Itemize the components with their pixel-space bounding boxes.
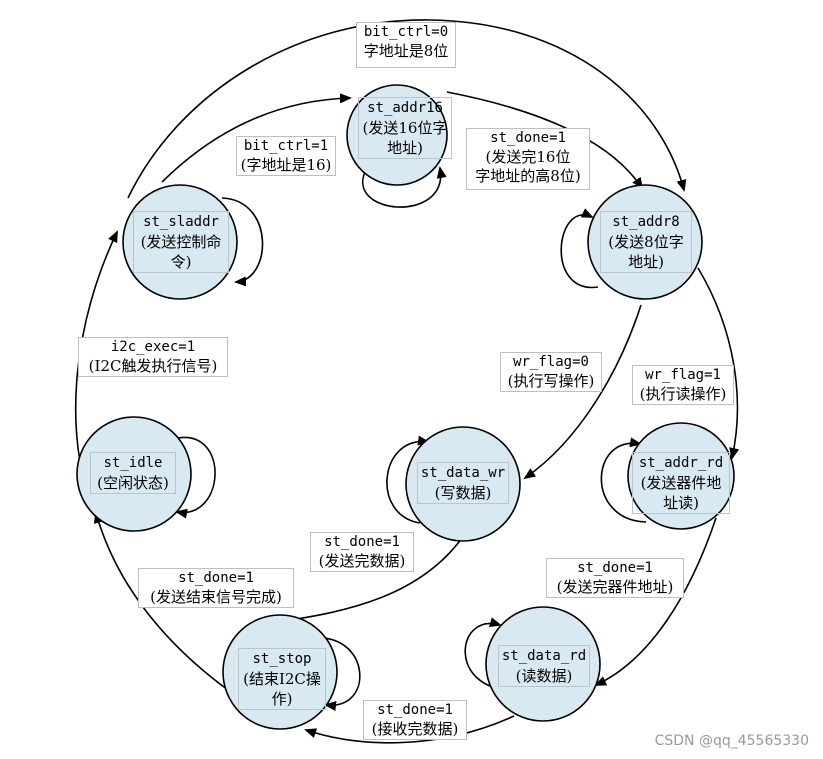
transition-desc: (发送结束信号完成) — [150, 588, 282, 606]
transition-desc: 字地址是8位 — [363, 42, 449, 60]
state-circle-datard — [485, 606, 601, 722]
state-st_addr_rd: st_addr_rd (发送器件地 址读) — [632, 452, 730, 514]
transition-condition: wr_flag=0 — [513, 354, 589, 370]
state-desc: 址读) — [663, 494, 699, 512]
transition-condition: bit_ctrl=1 — [243, 138, 329, 154]
state-name: st_stop — [252, 651, 312, 667]
transition-desc: (字地址是16) — [240, 156, 332, 174]
state-desc: (发送器件地 — [640, 474, 722, 492]
transition-condition: i2c_exec=1 — [110, 339, 196, 355]
state-name: st_sladdr — [143, 214, 219, 230]
loop-idle — [175, 436, 216, 519]
transition-desc: (执行读操作) — [639, 385, 727, 403]
transition-label-stdone-wr: st_done=1 (发送完数据) — [310, 532, 414, 572]
transition-label-stdone-addr16: st_done=1 (发送完16位 字地址的高8位) — [466, 128, 590, 190]
loop-datawr — [386, 435, 430, 524]
transition-desc: (接收完数据) — [371, 720, 459, 738]
state-desc: (空闲状态) — [97, 474, 169, 492]
transition-desc: (发送完器件地址) — [556, 578, 674, 596]
state-st_idle: st_idle (空闲状态) — [90, 452, 176, 494]
transition-label-stdone-rd: st_done=1 (接收完数据) — [363, 700, 467, 740]
transition-desc: (发送完数据) — [318, 552, 406, 570]
arc-addr8-to-addrrd — [697, 267, 740, 460]
state-name: st_data_rd — [501, 648, 587, 664]
transition-label-stdone-addrrd: st_done=1 (发送完器件地址) — [546, 558, 684, 598]
transition-condition: bit_ctrl=0 — [363, 24, 449, 40]
transition-label-wrflag0: wr_flag=0 (执行写操作) — [500, 352, 602, 392]
transition-condition: st_done=1 — [178, 570, 254, 586]
state-st_data_wr: st_data_wr (写数据) — [417, 462, 509, 504]
state-st_addr16: st_addr16 (发送16位字 地址) — [358, 97, 452, 159]
state-name: st_data_wr — [420, 465, 506, 481]
transition-condition: st_done=1 — [490, 130, 566, 146]
transition-label-stdone-stop: st_done=1 (发送结束信号完成) — [138, 568, 294, 608]
state-desc: 作) — [271, 690, 293, 708]
transition-condition: st_done=1 — [377, 702, 453, 718]
transition-desc: (I2C触发执行信号) — [88, 357, 218, 375]
state-st_stop: st_stop (结束I2C操 作) — [238, 648, 326, 710]
watermark: CSDN @qq_45565330 — [654, 733, 809, 749]
transition-desc: (执行写操作) — [507, 372, 595, 390]
loop-sladdr — [221, 197, 264, 287]
state-desc: (发送控制命 — [140, 233, 222, 251]
state-circle-addrrd — [627, 422, 735, 530]
state-circle-stop — [222, 614, 338, 730]
loop-stop — [315, 637, 361, 711]
state-circle-sladdr — [122, 184, 238, 300]
state-desc: 令) — [170, 253, 192, 271]
state-desc: (发送8位字 — [608, 233, 684, 251]
arc-addr8-to-datawr — [523, 304, 642, 480]
transition-condition: st_done=1 — [577, 560, 653, 576]
transition-desc: (发送完16位 — [485, 148, 571, 166]
loop-addr16 — [362, 166, 447, 208]
transition-condition: st_done=1 — [324, 534, 400, 550]
state-name: st_idle — [103, 455, 163, 471]
state-name: st_addr8 — [612, 214, 680, 230]
state-desc: (写数据) — [434, 484, 492, 502]
state-desc: (结束I2C操 — [243, 670, 321, 688]
state-desc: (发送16位字 — [362, 119, 448, 137]
state-desc: (读数据) — [515, 667, 573, 685]
arc-sladdr-to-addr16 — [161, 93, 352, 183]
state-circle-datawr — [405, 426, 521, 542]
transition-condition: wr_flag=1 — [645, 367, 721, 383]
state-circle-addr16 — [346, 84, 448, 186]
transition-desc: 字地址的高8位) — [475, 167, 581, 185]
state-name: st_addr_rd — [638, 455, 724, 471]
transition-label-wrflag1: wr_flag=1 (执行读操作) — [632, 365, 734, 405]
state-name: st_addr16 — [367, 100, 443, 116]
state-desc: 地址) — [387, 139, 423, 157]
state-st_data_rd: st_data_rd (读数据) — [498, 645, 590, 687]
transition-label-bitctrl0: bit_ctrl=0 字地址是8位 — [356, 22, 456, 68]
state-circle-addr8 — [587, 184, 703, 300]
loop-addr8 — [560, 208, 599, 289]
transition-label-i2cexec: i2c_exec=1 (I2C触发执行信号) — [78, 337, 228, 377]
state-circle-idle — [76, 416, 192, 532]
arc-sladdr-to-addr8-outer — [127, 19, 687, 199]
arc-addrrd-to-datard — [594, 517, 717, 686]
state-st_sladdr: st_sladdr (发送控制命 令) — [133, 211, 229, 273]
transition-label-bitctrl1: bit_ctrl=1 (字地址是16) — [236, 136, 336, 176]
state-desc: 地址) — [628, 253, 664, 271]
loop-addrrd — [600, 437, 647, 523]
arc-datawr-to-stop — [274, 537, 463, 626]
state-st_addr8: st_addr8 (发送8位字 地址) — [600, 211, 692, 273]
arc-datard-to-stop — [304, 715, 515, 744]
